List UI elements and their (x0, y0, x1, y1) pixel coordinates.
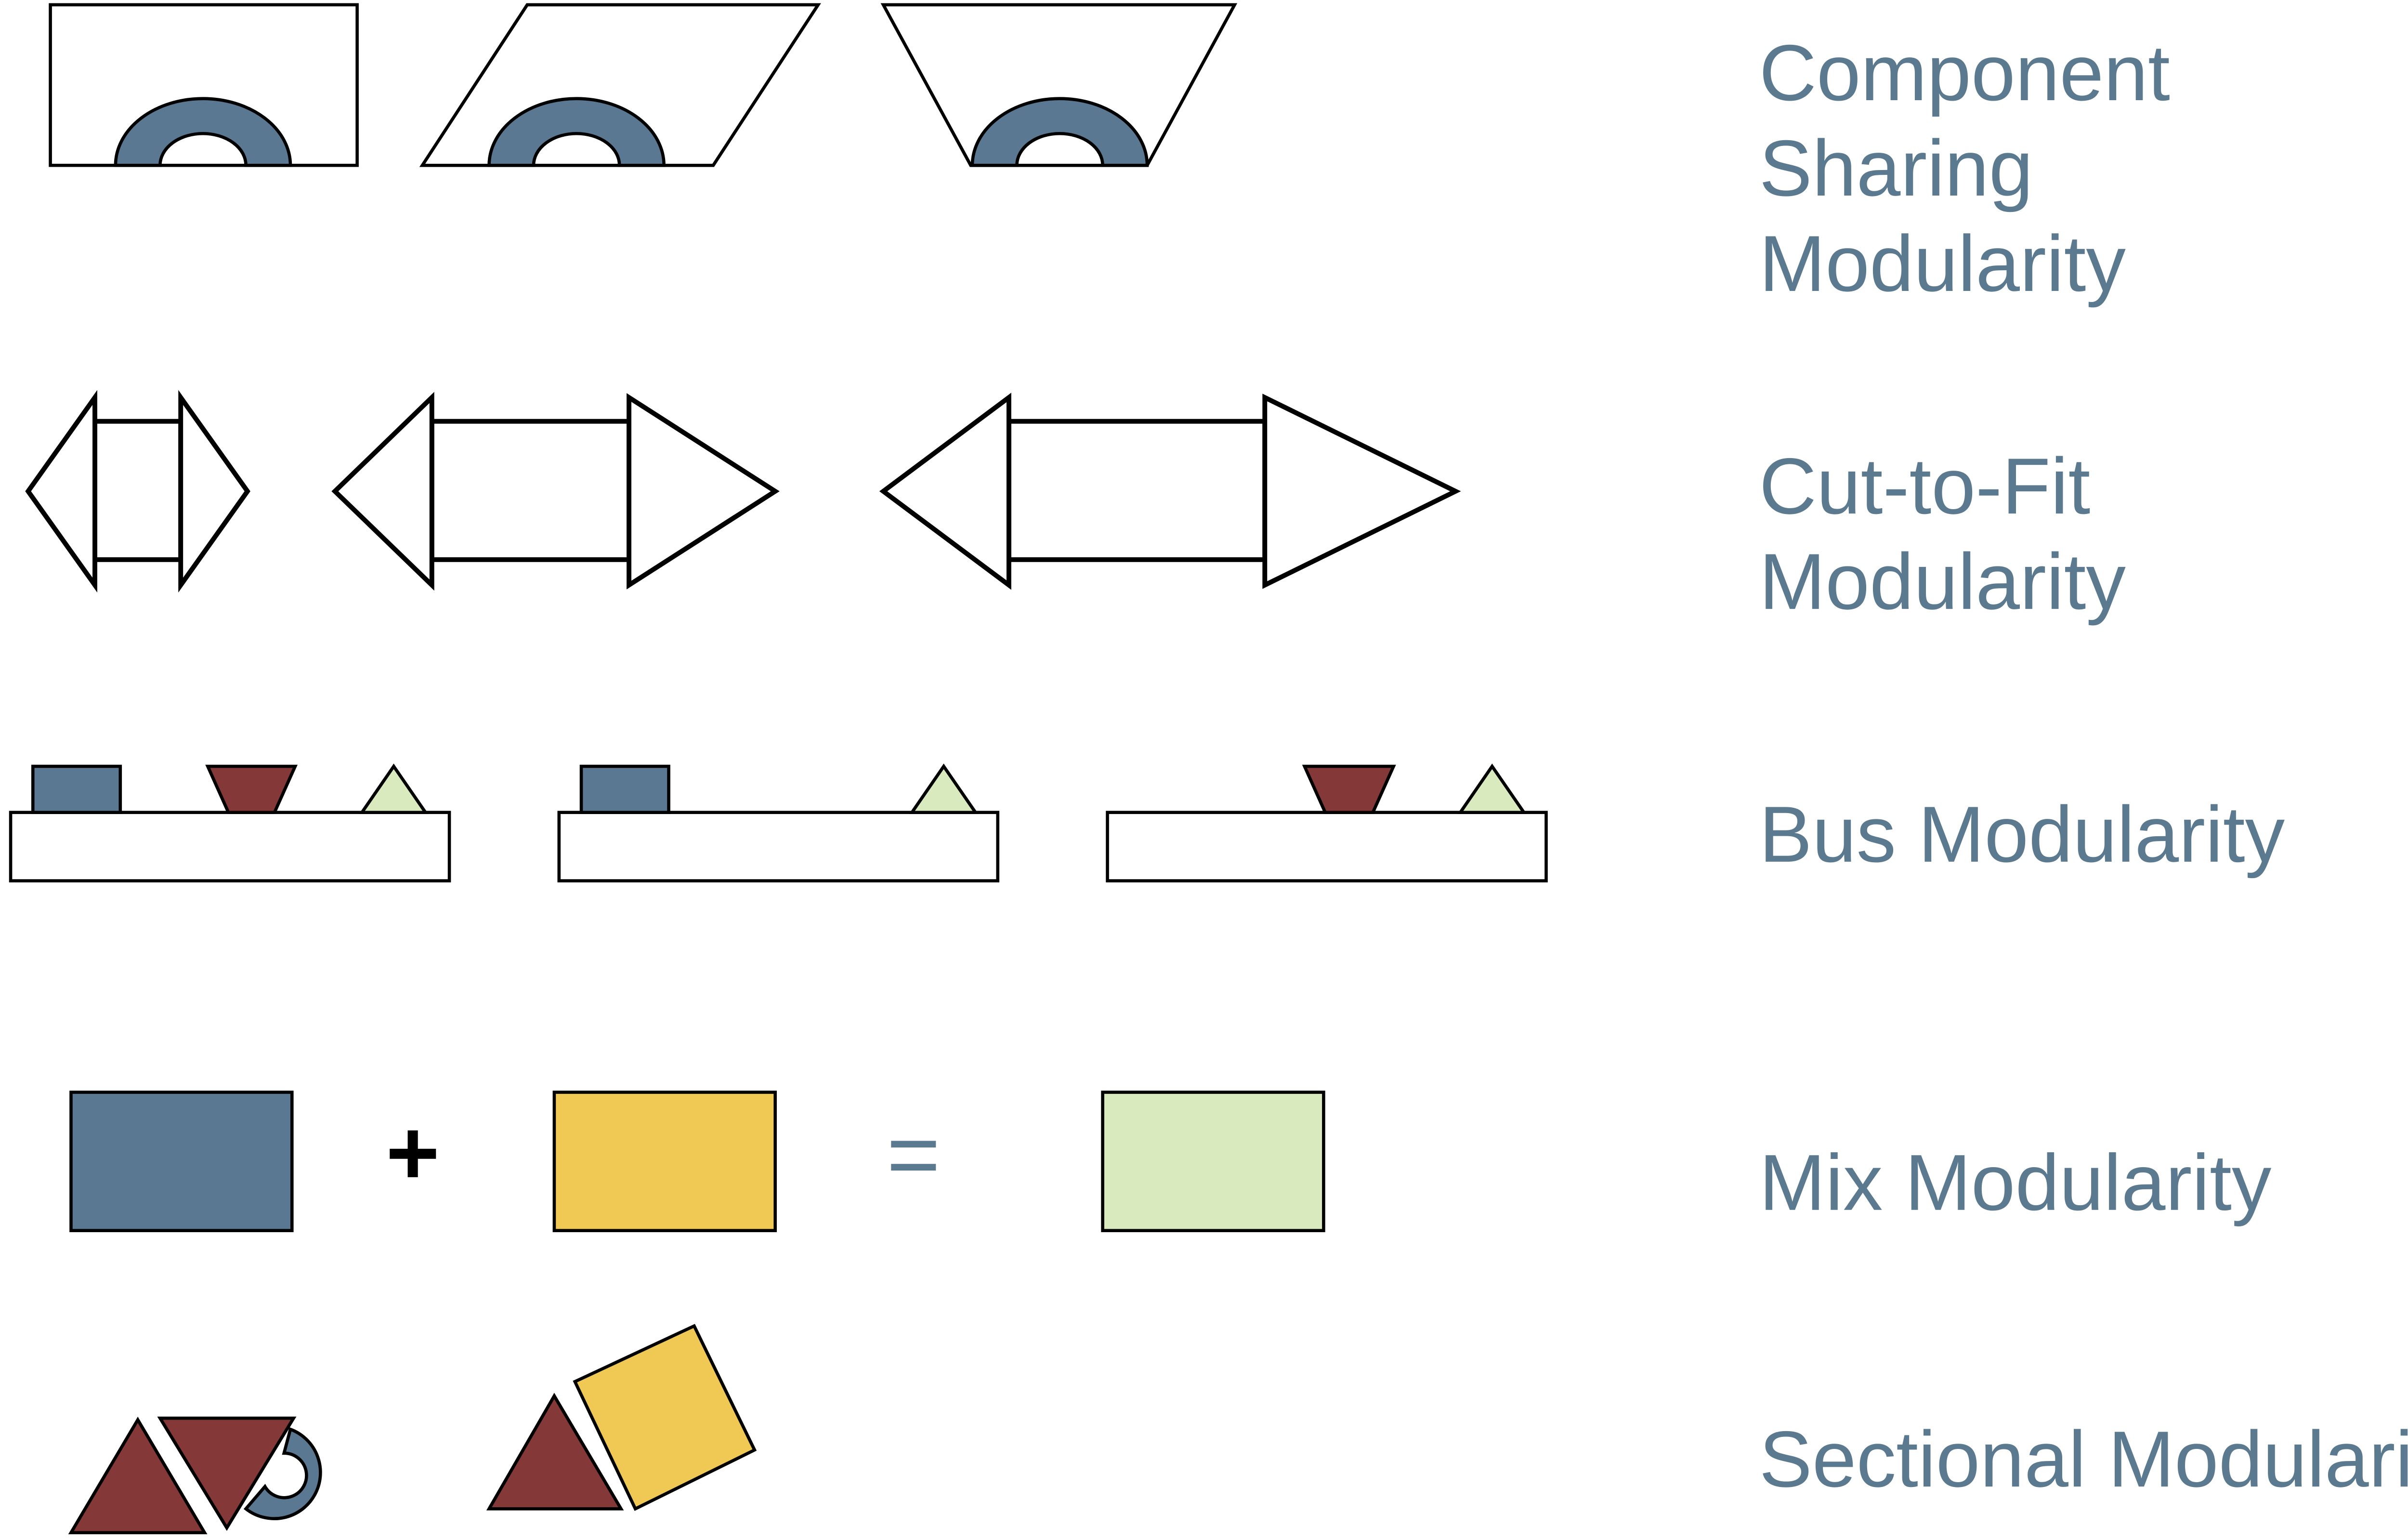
maroon-triangle-section (486, 1393, 624, 1511)
shared-half-ring-component (970, 97, 1149, 167)
bus-bar (557, 811, 1000, 882)
yellow-rotated-square-section (573, 1324, 757, 1511)
component-sharing-label: Component Sharing Modularity (1759, 28, 2192, 308)
component-sharing-row: Component Sharing Modularity (49, 3, 2192, 308)
mix-row: + = Mix Modularity (69, 1091, 2272, 1232)
green-triangle-module (1457, 763, 1527, 814)
plus-operator: + (386, 1101, 440, 1204)
maroon-trapezoid-module (205, 764, 298, 814)
shared-half-ring-component (487, 97, 666, 167)
blue-hook-section (243, 1427, 322, 1520)
bus-label: Bus Modularity (1759, 790, 2285, 879)
blue-square-module (579, 764, 670, 814)
maroon-triangle-section (68, 1416, 208, 1535)
mix-label: Mix Modularity (1759, 1138, 2272, 1227)
equals-operator: = (887, 1103, 941, 1206)
bus-configuration-3 (1106, 763, 1548, 882)
component-sharing-rectangle-host (49, 3, 359, 167)
bus-bar (9, 811, 451, 882)
component-sharing-parallelogram-host (419, 3, 821, 167)
double-arrow-medium (331, 392, 780, 591)
component-sharing-trapezoid-host (880, 3, 1238, 167)
bus-configuration-1 (9, 763, 451, 882)
double-arrow-long (879, 393, 1461, 590)
cut-to-fit-row: Cut-to-Fit Modularity (25, 390, 2126, 626)
double-arrow-short (25, 390, 250, 593)
maroon-trapezoid-module (1302, 764, 1396, 814)
shared-half-ring-component (114, 97, 292, 167)
blue-square-module (31, 764, 122, 814)
maroon-inverted-triangle-section (157, 1416, 297, 1531)
bus-row: Bus Modularity (9, 763, 2285, 882)
green-triangle-module (909, 763, 979, 814)
cut-to-fit-label: Cut-to-Fit Modularity (1759, 442, 2126, 626)
mixed-green-result (1101, 1091, 1325, 1232)
sectional-label: Sectional Modularity (1759, 1415, 2408, 1503)
green-triangle-module (359, 763, 429, 814)
sectional-row: Sectional Modularity (68, 1324, 2408, 1535)
blue-component (69, 1091, 294, 1232)
bus-bar (1106, 811, 1548, 882)
yellow-component (552, 1091, 777, 1232)
bus-configuration-2 (557, 763, 1000, 882)
